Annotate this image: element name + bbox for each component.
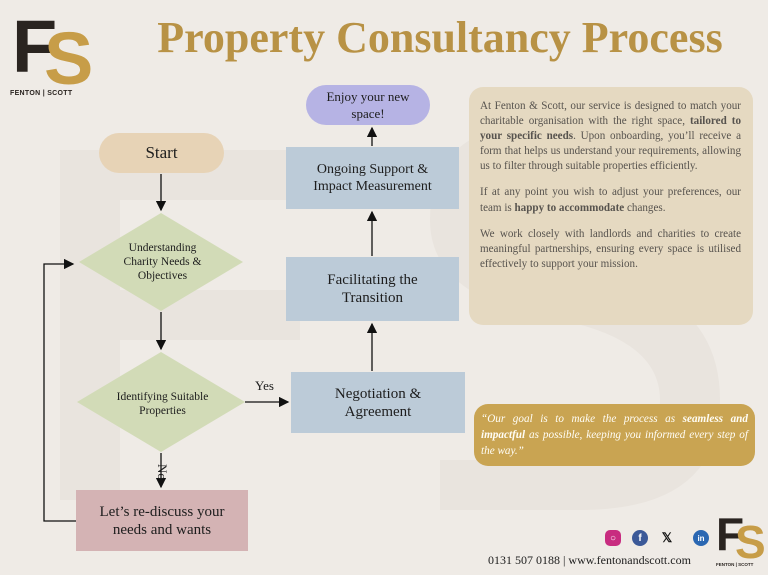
info-paragraph: At Fenton & Scott, our service is design… xyxy=(480,100,742,173)
footer-logo: F S FENTON | SCOTT xyxy=(716,508,766,568)
enjoy-node: Enjoy your new space! xyxy=(306,85,430,125)
linkedin-icon[interactable]: in xyxy=(693,530,709,546)
diamond-understanding xyxy=(79,213,243,311)
yes-label: Yes xyxy=(255,378,274,393)
ongoing-support-node: Ongoing Support & Impact Measurement xyxy=(286,147,459,209)
contact-info[interactable]: 0131 507 0188 | www.fentonandscott.com xyxy=(488,553,691,567)
info-paragraph: If at any point you wish to adjust your … xyxy=(480,186,741,214)
info-paragraph: We work closely with landlords and chari… xyxy=(480,227,741,270)
info-panel: At Fenton & Scott, our service is design… xyxy=(469,87,753,325)
arrow-rediscuss-loop xyxy=(43,258,76,522)
company-logo: F S FENTON | SCOTT xyxy=(10,5,94,100)
negotiation-node: Negotiation & Agreement xyxy=(291,372,465,433)
identifying-label: Identifying Suitable Properties xyxy=(116,391,209,417)
instagram-icon[interactable]: ○ xyxy=(605,530,621,546)
facebook-icon[interactable]: f xyxy=(632,530,648,546)
understanding-label: Understanding Charity Needs & Objectives xyxy=(123,242,202,282)
logo-brand: FENTON | SCOTT xyxy=(10,90,73,97)
start-node: Start xyxy=(99,133,224,173)
rediscuss-node: Let’s re-discuss your needs and wants xyxy=(76,490,248,551)
x-icon[interactable]: 𝕏 xyxy=(661,530,673,545)
no-label: No xyxy=(155,464,170,480)
quote-panel: “Our goal is to make the process as seam… xyxy=(474,404,755,466)
diamond-identifying xyxy=(77,352,245,452)
page-title: Property Consultancy Process xyxy=(157,13,723,62)
facilitating-node: Facilitating the Transition xyxy=(286,257,459,321)
